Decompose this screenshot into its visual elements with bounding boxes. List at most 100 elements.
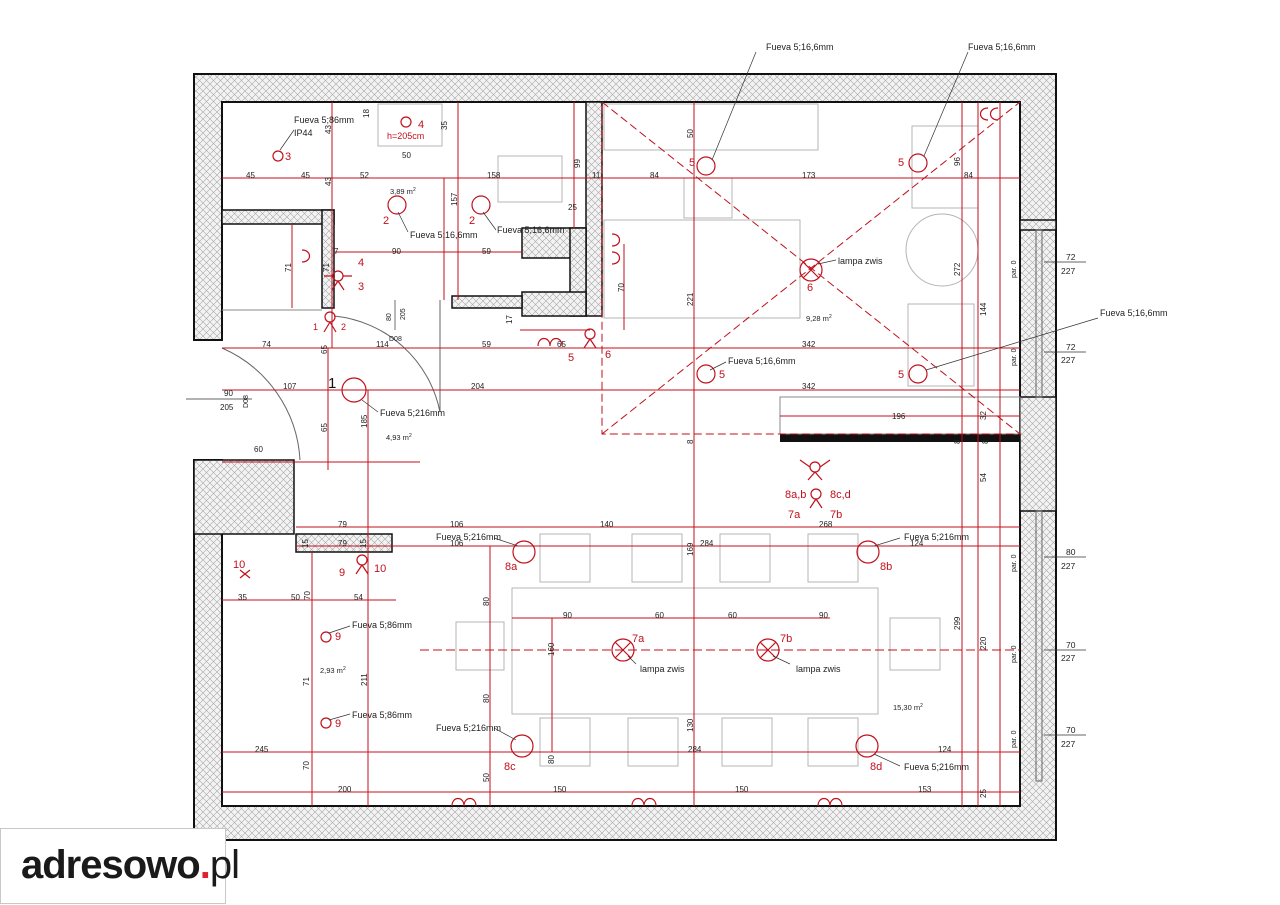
svg-text:90: 90 <box>563 611 572 620</box>
downlight-9a <box>320 631 332 643</box>
logo-tld: pl <box>209 843 240 887</box>
svg-text:54: 54 <box>979 473 988 482</box>
svg-text:342: 342 <box>802 382 816 391</box>
symbol-3: 3 <box>285 151 291 163</box>
svg-text:8: 8 <box>686 439 695 444</box>
symbol-5: 5 <box>898 157 904 169</box>
svg-text:90: 90 <box>224 389 233 398</box>
svg-text:220: 220 <box>979 636 988 650</box>
chair <box>721 717 773 767</box>
svg-text:45: 45 <box>246 171 255 180</box>
svg-text:204: 204 <box>471 382 485 391</box>
chair <box>539 717 591 767</box>
area-bedroom: 9,28 m2 <box>806 314 832 323</box>
chair <box>807 533 859 583</box>
downlight-2a <box>387 195 407 215</box>
pendant-7a <box>611 638 635 662</box>
svg-text:150: 150 <box>735 785 749 794</box>
bed <box>603 219 801 319</box>
entry-wall-stub <box>193 459 295 535</box>
svg-text:200: 200 <box>338 785 352 794</box>
svg-text:79: 79 <box>338 520 347 529</box>
hall-wall <box>321 209 335 309</box>
chair-side <box>455 621 505 671</box>
furniture <box>221 103 979 767</box>
pendant-7b <box>756 638 780 662</box>
svg-text:71: 71 <box>284 263 293 272</box>
symbol-6: 6 <box>605 349 611 361</box>
entry-door-swing <box>221 347 301 461</box>
downlight-5a <box>696 156 716 176</box>
svg-text:7: 7 <box>334 247 339 256</box>
room-areas: 3,89 m2 4,93 m2 9,28 m2 2,93 m2 15,30 m2 <box>320 187 923 712</box>
svg-text:205: 205 <box>220 403 234 412</box>
symbol-2: 2 <box>383 215 389 227</box>
luminaire-labels: Fueva 5;16,6mm Fueva 5;16,6mm Fueva 5;86… <box>294 42 1168 772</box>
svg-text:173: 173 <box>802 171 816 180</box>
label-fueva: Fueva 5;216mm <box>436 532 501 542</box>
svg-text:70: 70 <box>617 283 626 292</box>
svg-text:227: 227 <box>1061 355 1075 365</box>
svg-text:70: 70 <box>302 761 311 770</box>
svg-text:35: 35 <box>238 593 247 602</box>
svg-text:65: 65 <box>557 340 566 349</box>
symbol-5: 5 <box>568 352 574 364</box>
svg-text:80: 80 <box>386 313 393 321</box>
svg-text:124: 124 <box>938 745 952 754</box>
svg-text:80: 80 <box>482 694 491 703</box>
svg-text:17: 17 <box>505 315 514 324</box>
svg-text:8: 8 <box>981 439 990 444</box>
svg-text:227: 227 <box>1061 653 1075 663</box>
symbol-10: 10 <box>233 559 245 571</box>
downlight-5c <box>696 364 716 384</box>
label-fueva: Fueva 5;86mm <box>352 620 412 630</box>
chair <box>807 717 859 767</box>
symbol-8ab: 8a,b <box>785 489 806 501</box>
chair <box>631 533 683 583</box>
svg-text:71: 71 <box>302 677 311 686</box>
downlight-2b <box>471 195 491 215</box>
svg-text:124: 124 <box>910 539 924 548</box>
svg-text:90: 90 <box>392 247 401 256</box>
label-fueva: Fueva 5;216mm <box>904 532 969 542</box>
symbol-1: 1 <box>328 375 336 392</box>
svg-text:205: 205 <box>400 308 407 320</box>
svg-text:43: 43 <box>324 125 333 134</box>
door-labels: 90 205 D08 80 205 D08 <box>186 300 407 412</box>
svg-text:227: 227 <box>1061 739 1075 749</box>
symbol-6: 6 <box>807 282 813 294</box>
svg-text:8: 8 <box>953 439 962 444</box>
svg-text:71: 71 <box>322 263 331 272</box>
svg-text:D08: D08 <box>389 336 402 343</box>
symbol-1: 1 <box>313 322 318 332</box>
svg-text:221: 221 <box>686 292 695 306</box>
label-fueva: Fueva 5;16,6mm <box>728 356 796 366</box>
svg-text:284: 284 <box>688 745 702 754</box>
svg-text:25: 25 <box>568 203 577 212</box>
svg-text:50: 50 <box>402 151 411 160</box>
svg-text:par. 0: par. 0 <box>1011 645 1018 663</box>
svg-text:196: 196 <box>892 412 906 421</box>
svg-text:43: 43 <box>324 177 333 186</box>
leader-lines <box>279 51 1099 767</box>
svg-text:59: 59 <box>482 247 491 256</box>
svg-text:80: 80 <box>547 755 556 764</box>
downlight-4 <box>400 116 412 128</box>
symbol-3: 3 <box>358 281 364 293</box>
window-pier <box>1019 396 1057 512</box>
symbol-9: 9 <box>339 567 345 579</box>
symbol-8b: 8b <box>880 561 892 573</box>
svg-text:90: 90 <box>819 611 828 620</box>
label-lampa: lampa zwis <box>838 256 883 266</box>
label-fueva: Fueva 5;86mm <box>294 115 354 125</box>
window-labels: 72 227 par. 0 72 227 par. 0 80 227 par. … <box>1011 252 1086 749</box>
downlight-3 <box>272 150 284 162</box>
svg-text:79: 79 <box>338 539 347 548</box>
label-lampa: lampa zwis <box>796 664 841 674</box>
svg-text:160: 160 <box>547 642 556 656</box>
svg-text:140: 140 <box>600 520 614 529</box>
svg-text:84: 84 <box>650 171 659 180</box>
outlet-10 <box>239 569 251 579</box>
brand-logo[interactable]: adresowo.pl <box>21 843 240 888</box>
